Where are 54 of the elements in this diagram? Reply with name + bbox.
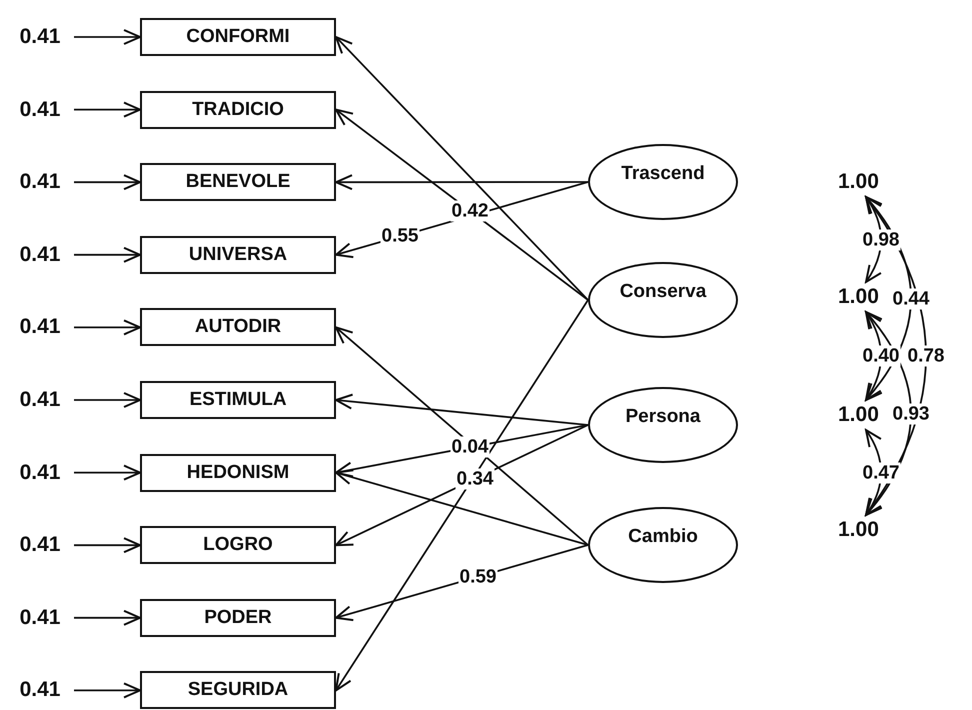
variable-box: LOGRO — [140, 526, 336, 564]
edge-label: 0.44 — [892, 288, 930, 309]
edge-label: 0.34 — [456, 468, 494, 490]
error-value: 0.41 — [20, 242, 60, 267]
arrow — [335, 36, 589, 301]
variance-value: 1.00 — [838, 170, 879, 194]
arrow — [74, 174, 141, 190]
edge-label: 0.98 — [862, 229, 900, 250]
error-value: 0.41 — [20, 315, 60, 340]
arrow — [335, 326, 589, 546]
variable-box: CONFORMI — [140, 18, 336, 56]
edge-label: 0.47 — [862, 462, 900, 483]
factor-ellipse: Trascend — [588, 144, 738, 220]
variable-box: AUTODIR — [140, 308, 336, 346]
edge-label: 0.40 — [862, 346, 900, 366]
arrow — [74, 392, 141, 408]
error-value: 0.41 — [20, 25, 60, 49]
arrow — [74, 102, 141, 118]
variable-box: TRADICIO — [140, 90, 336, 129]
arrow — [335, 469, 588, 546]
arrow — [74, 537, 141, 554]
arrow — [74, 246, 141, 263]
edge-label: 0.04 — [450, 436, 490, 458]
error-value: 0.41 — [20, 533, 60, 558]
variable-box: BENEVOLE — [140, 163, 336, 202]
variable-box: HEDONISM — [140, 454, 336, 492]
factor-ellipse: Conserva — [588, 262, 738, 338]
arrow — [74, 682, 141, 698]
error-value: 0.41 — [20, 460, 60, 485]
edge-label: 0.42 — [450, 200, 490, 222]
edge-label: 0.93 — [892, 403, 930, 424]
variance-value: 1.00 — [838, 403, 879, 427]
arrow — [335, 300, 589, 692]
arrow — [74, 610, 141, 626]
error-value: 0.41 — [20, 170, 60, 194]
arrow — [335, 108, 589, 301]
arrow — [335, 174, 588, 190]
error-value: 0.41 — [20, 98, 60, 122]
variance-value: 1.00 — [838, 285, 879, 309]
arrow — [74, 319, 141, 336]
variable-box: UNIVERSA — [140, 236, 336, 274]
variable-box: PODER — [140, 598, 336, 637]
variable-box: SEGURIDA — [140, 671, 336, 710]
arrow — [74, 29, 141, 45]
factor-ellipse: Cambio — [588, 507, 738, 583]
arrow — [74, 464, 141, 481]
error-value: 0.41 — [20, 678, 60, 702]
factor-ellipse: Persona — [588, 387, 738, 463]
error-value: 0.41 — [20, 606, 60, 630]
variable-box: ESTIMULA — [140, 381, 336, 419]
variance-value: 1.00 — [838, 518, 879, 542]
error-value: 0.41 — [20, 388, 60, 412]
edge-label: 0.78 — [906, 346, 946, 366]
arrow — [335, 394, 588, 426]
